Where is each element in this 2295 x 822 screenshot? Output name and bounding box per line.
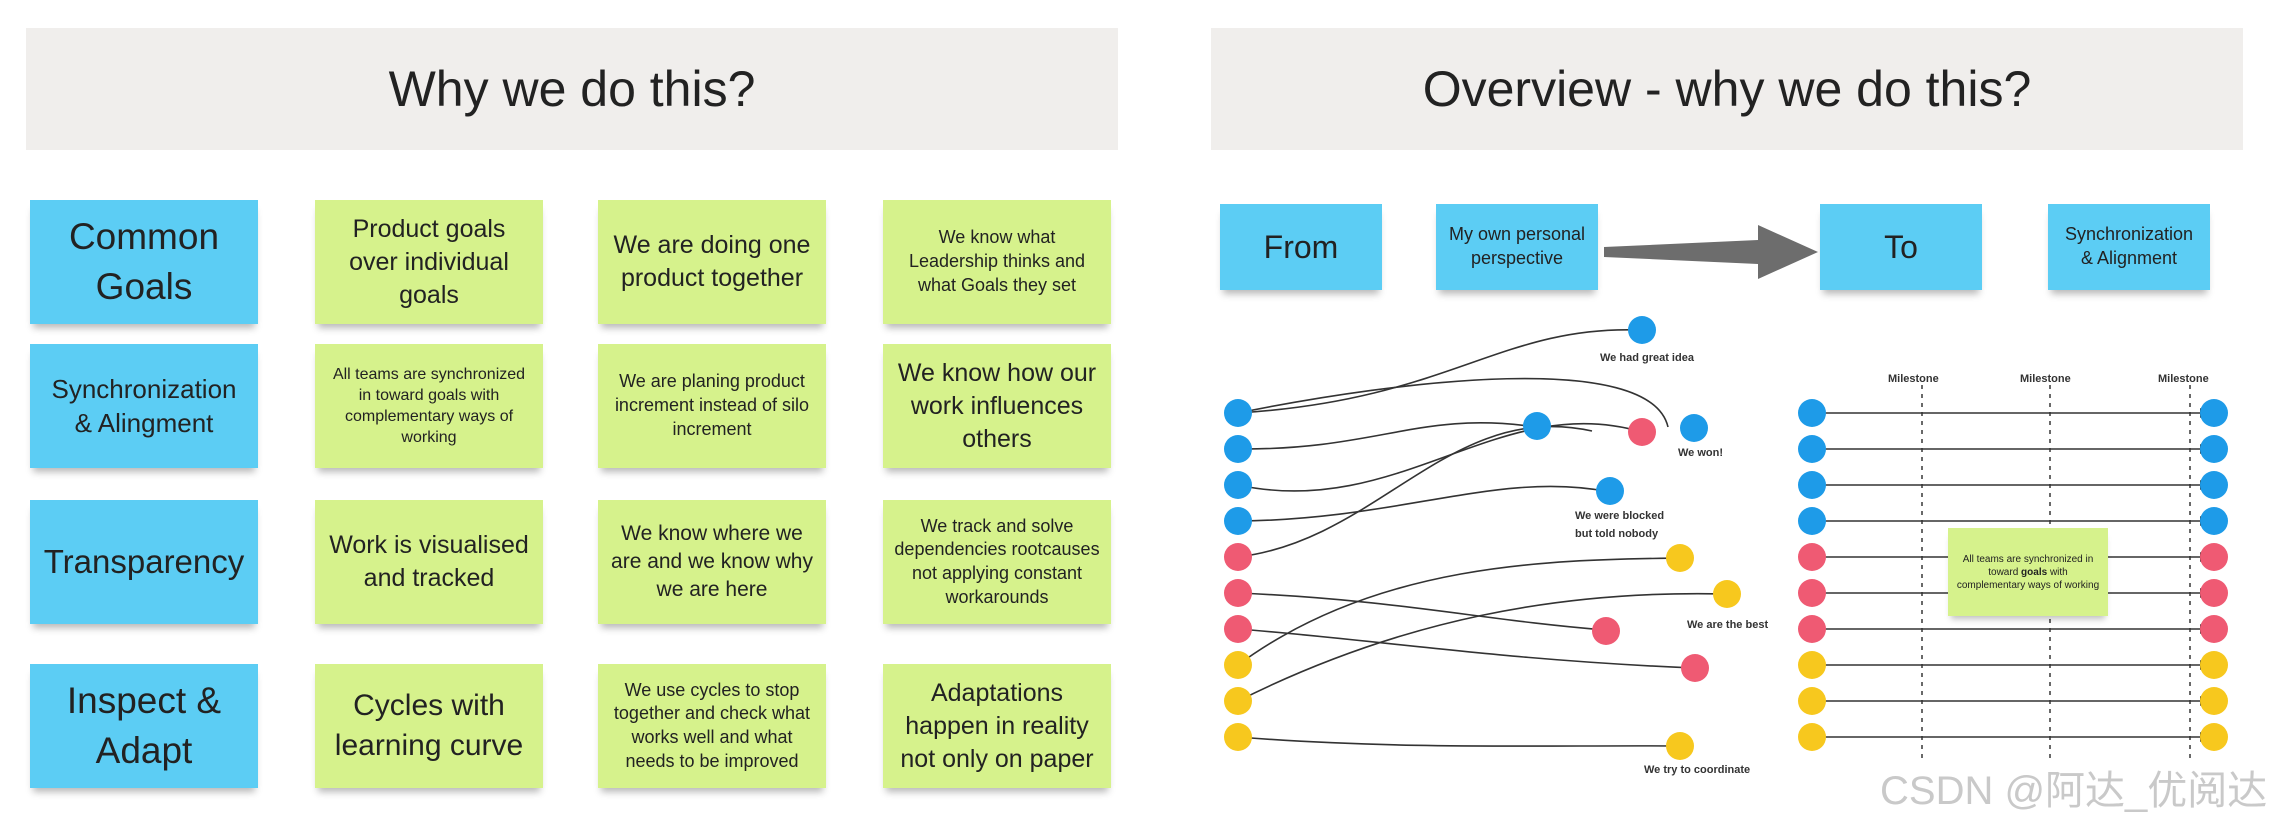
connector: [1237, 377, 1669, 428]
blue-dot: [1224, 435, 1252, 463]
sticky-note: We use cycles to stop together and check…: [598, 664, 826, 788]
sticky-note: We track and solve dependencies rootcaus…: [883, 500, 1111, 624]
yellow-dot: [1224, 651, 1252, 679]
blue-dot: [1628, 316, 1656, 344]
sticky-note: We know how our work influences others: [883, 344, 1111, 468]
sticky-note: Product goals over individual goals: [315, 200, 543, 324]
sticky-note: Work is visualised and tracked: [315, 500, 543, 624]
parallel-lines: [1812, 412, 2200, 738]
start-dots: [1224, 399, 1252, 751]
blue-dot: [1596, 477, 1624, 505]
red-dot: [1224, 579, 1252, 607]
connector: [1237, 592, 1606, 631]
sticky-note: We know where we are and we know why we …: [598, 500, 826, 624]
connector: [1237, 592, 1727, 702]
blue-dot: [1224, 507, 1252, 535]
connector: [1237, 421, 1537, 450]
red-dot: [1628, 418, 1656, 446]
left-panel-title-text: Why we do this?: [388, 61, 756, 117]
blue-dot: [1680, 414, 1708, 442]
left-panel-title: Why we do this?: [26, 28, 1118, 150]
connector: [1237, 422, 1643, 492]
connector: [1237, 329, 1641, 414]
sticky-note: We are planing product increment instead…: [598, 344, 826, 468]
yellow-dot: [1666, 544, 1694, 572]
annotation-coordinate: We try to coordinate: [1644, 764, 1750, 776]
category-note-synchronization: Synchronization & Alingment: [30, 344, 258, 468]
milestone-label: Milestone: [2158, 373, 2209, 385]
yellow-dot: [1713, 580, 1741, 608]
connector: [1237, 557, 1681, 666]
blue-dot: [1523, 412, 1551, 440]
to-alignment-note: Synchronization & Alignment: [2048, 204, 2210, 290]
aligned-sticky-note: All teams are synchronized in toward goa…: [1948, 528, 2108, 616]
milestone-label: Milestone: [2020, 373, 2071, 385]
sticky-note: Adaptations happen in reality not only o…: [883, 664, 1111, 788]
from-note: From: [1220, 204, 1382, 290]
chaotic-connections: [1237, 329, 1727, 747]
end-dots: [1523, 316, 1741, 760]
connector: [1237, 485, 1611, 522]
yellow-dot: [1224, 723, 1252, 751]
sticky-note: All teams are synchronized in toward goa…: [315, 344, 543, 468]
aligned-diagram: Milestone Milestone Milestone: [1798, 373, 2228, 760]
red-dot: [1681, 654, 1709, 682]
blue-dot: [1224, 471, 1252, 499]
right-panel-title: Overview - why we do this?: [1211, 28, 2243, 150]
sticky-note: We are doing one product together: [598, 200, 826, 324]
watermark: CSDN @阿达_优阅达: [1880, 769, 2268, 813]
yellow-dot: [1666, 732, 1694, 760]
connector: [1237, 425, 1593, 558]
annotation-we-are-best: We are the best: [1687, 619, 1768, 631]
to-note: To: [1820, 204, 1982, 290]
category-note-transparency: Transparency: [30, 500, 258, 624]
annotation-blocked-line1: We were blocked: [1575, 510, 1664, 522]
red-dot: [1224, 615, 1252, 643]
sticky-note: We know what Leadership thinks and what …: [883, 200, 1111, 324]
from-to-arrow-icon: [1604, 225, 1818, 279]
red-dot: [1592, 617, 1620, 645]
milestone-label: Milestone: [1888, 373, 1939, 385]
red-dot: [1224, 543, 1252, 571]
chaotic-annotations: We had great idea We won! We were blocke…: [1575, 352, 1768, 776]
category-note-inspect-adapt: Inspect & Adapt: [30, 664, 258, 788]
sticky-note: Cycles with learning curve: [315, 664, 543, 788]
annotation-we-won: We won!: [1678, 447, 1723, 459]
annotation-blocked-line2: but told nobody: [1575, 528, 1659, 540]
yellow-dot: [1224, 687, 1252, 715]
annotation-great-idea: We had great idea: [1600, 352, 1695, 364]
connector: [1237, 628, 1695, 669]
blue-dot: [1224, 399, 1252, 427]
right-panel-title-text: Overview - why we do this?: [1422, 61, 2032, 117]
from-perspective-note: My own personal perspective: [1436, 204, 1598, 290]
aligned-note-text: All teams are synchronized in toward goa…: [1956, 553, 2100, 591]
category-note-common-goals: Common Goals: [30, 200, 258, 324]
connector: [1237, 736, 1681, 747]
